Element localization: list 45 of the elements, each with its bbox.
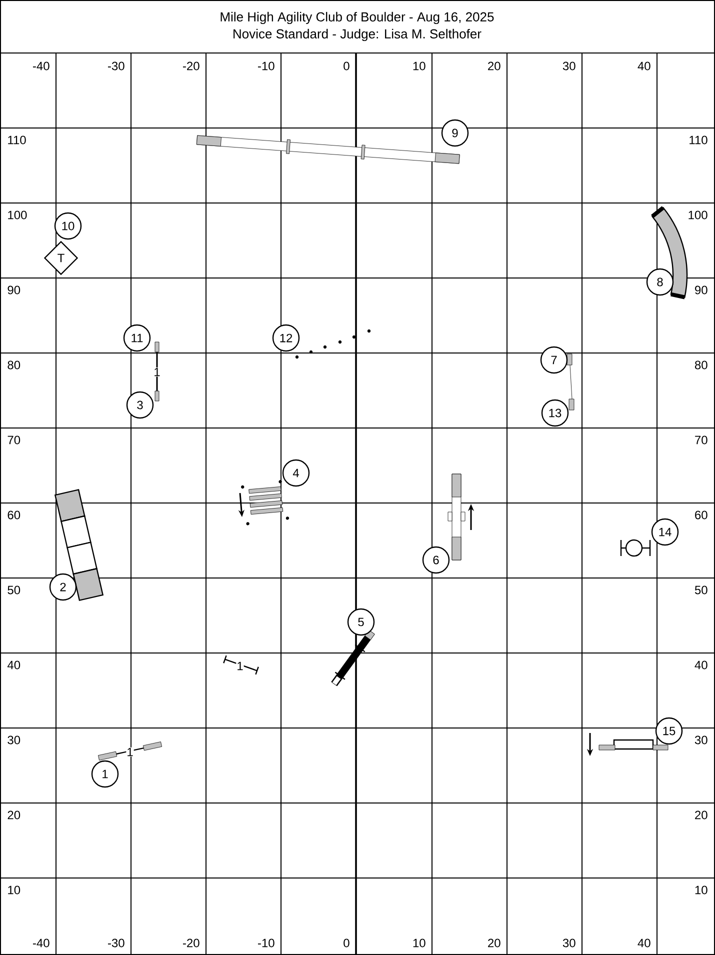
- axis-label: 30: [694, 736, 708, 744]
- bar-height-label: 1: [236, 661, 244, 671]
- axis-label: 60: [8, 510, 20, 520]
- axis-label: 70: [695, 436, 708, 444]
- axis-label: -40: [33, 938, 50, 948]
- axis-label: 100: [8, 210, 27, 220]
- axis-label: 70: [8, 436, 20, 444]
- bar-height-label: 1: [153, 367, 161, 377]
- axis-label: 30: [562, 938, 576, 948]
- axis-label: 80: [8, 360, 20, 370]
- axis-label: -40: [33, 62, 50, 70]
- axis-label: 60: [695, 510, 708, 520]
- axis-label: 40: [694, 660, 708, 670]
- axis-label: 10: [413, 938, 426, 948]
- axis-label: 40: [638, 938, 650, 948]
- bar-height-label: 1: [126, 747, 134, 757]
- axis-label: 20: [488, 62, 500, 70]
- axis-label: 30: [8, 736, 20, 744]
- axis-label: 0: [344, 62, 350, 70]
- axis-label: 90: [695, 286, 708, 294]
- axis-label: 100: [688, 210, 708, 220]
- axis-label: -30: [108, 938, 124, 948]
- axis-label: 110: [690, 136, 708, 144]
- axis-label: 80: [694, 360, 708, 370]
- axis-label: 110: [8, 136, 26, 144]
- axis-label: -30: [108, 62, 124, 70]
- axis-label: 20: [8, 810, 20, 820]
- axis-label: 40: [7, 660, 20, 670]
- axis-label: 10: [413, 62, 426, 70]
- axis-label: -20: [183, 938, 200, 948]
- axis-label: 10: [695, 886, 708, 894]
- axis-label: 90: [8, 286, 20, 294]
- axis-label: 50: [694, 586, 708, 594]
- axis-label: 30: [562, 62, 576, 70]
- axis-label: 50: [8, 586, 20, 594]
- title: Mile High Agility Club of Boulder - Aug 16, 2025: [220, 12, 494, 24]
- axis-label: -10: [258, 938, 274, 948]
- axis-label: 20: [695, 810, 708, 820]
- axis-label: -10: [258, 62, 274, 70]
- axis-label: 0: [344, 938, 350, 948]
- axis-label: 10: [8, 886, 20, 894]
- axis-label: -20: [183, 62, 200, 70]
- axis-label: 20: [488, 938, 500, 948]
- axis-label: 40: [638, 62, 650, 70]
- subtitle: Novice Standard - Judge: Lisa M. Selthofer: [234, 28, 482, 42]
